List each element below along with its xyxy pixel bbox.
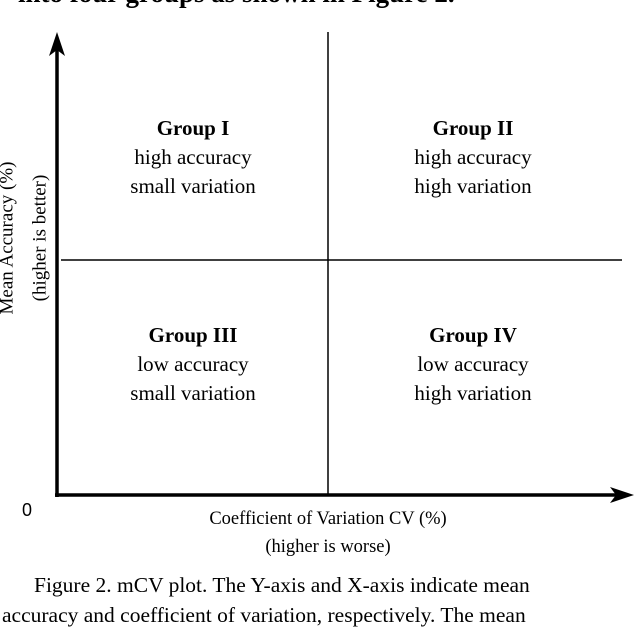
group-title: Group II (432, 116, 514, 140)
x-axis-sublabel: (higher is worse) (265, 537, 391, 557)
group-1: Group I high accuracy small variation (130, 114, 255, 201)
group-line: low accuracy (417, 352, 529, 376)
y-axis-arrowhead (49, 32, 65, 56)
group-line: high variation (414, 174, 532, 198)
group-line: high variation (414, 381, 532, 405)
x-axis-label: Coefficient of Variation CV (%) (209, 509, 447, 529)
x-axis-labels: Coefficient of Variation CV (%) (higher … (209, 505, 446, 561)
group-line: small variation (130, 174, 256, 198)
group-4: Group IV low accuracy high variation (414, 321, 531, 408)
group-title: Group I (156, 116, 230, 140)
x-axis-arrowhead (610, 487, 634, 503)
group-2: Group II high accuracy high variation (414, 114, 531, 201)
caption-line: Figure 2. mCV plot. The Y-axis and X-axi… (34, 573, 530, 597)
origin-label: 0 (22, 500, 33, 520)
figure-caption: Figure 2. mCV plot. The Y-axis and X-axi… (0, 570, 636, 630)
context-text: into four groups as shown in Figure 2. (18, 0, 455, 9)
y-axis-sublabel: (higher is better) (29, 174, 51, 302)
caption-line: accuracy and coefficient of variation, r… (2, 603, 526, 627)
group-line: small variation (130, 381, 256, 405)
y-axis-label: Mean Accuracy (%) (0, 161, 18, 315)
group-title: Group III (148, 323, 238, 347)
group-title: Group IV (429, 323, 517, 347)
group-3: Group III low accuracy small variation (130, 321, 255, 408)
group-line: low accuracy (137, 352, 249, 376)
group-line: high accuracy (134, 145, 252, 169)
group-line: high accuracy (414, 145, 532, 169)
